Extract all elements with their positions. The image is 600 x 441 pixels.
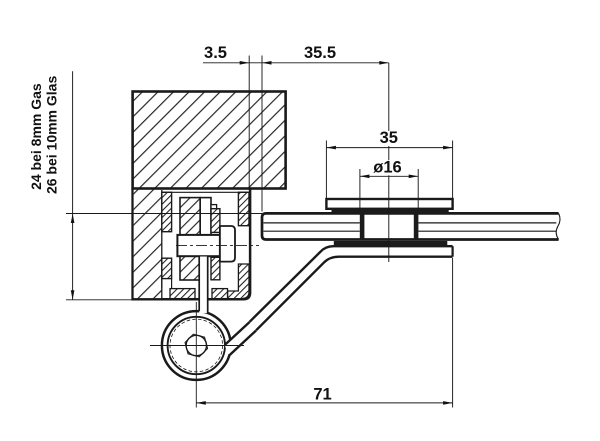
svg-text:3.5: 3.5: [204, 44, 227, 62]
svg-text:26 bei 10mm Glas: 26 bei 10mm Glas: [44, 76, 60, 195]
svg-text:71: 71: [313, 386, 331, 404]
svg-text:35.5: 35.5: [304, 44, 336, 62]
svg-text:24 bei 8mm Gas: 24 bei 8mm Gas: [28, 83, 44, 190]
svg-text:35: 35: [380, 129, 398, 147]
svg-text:ø16: ø16: [373, 158, 401, 176]
